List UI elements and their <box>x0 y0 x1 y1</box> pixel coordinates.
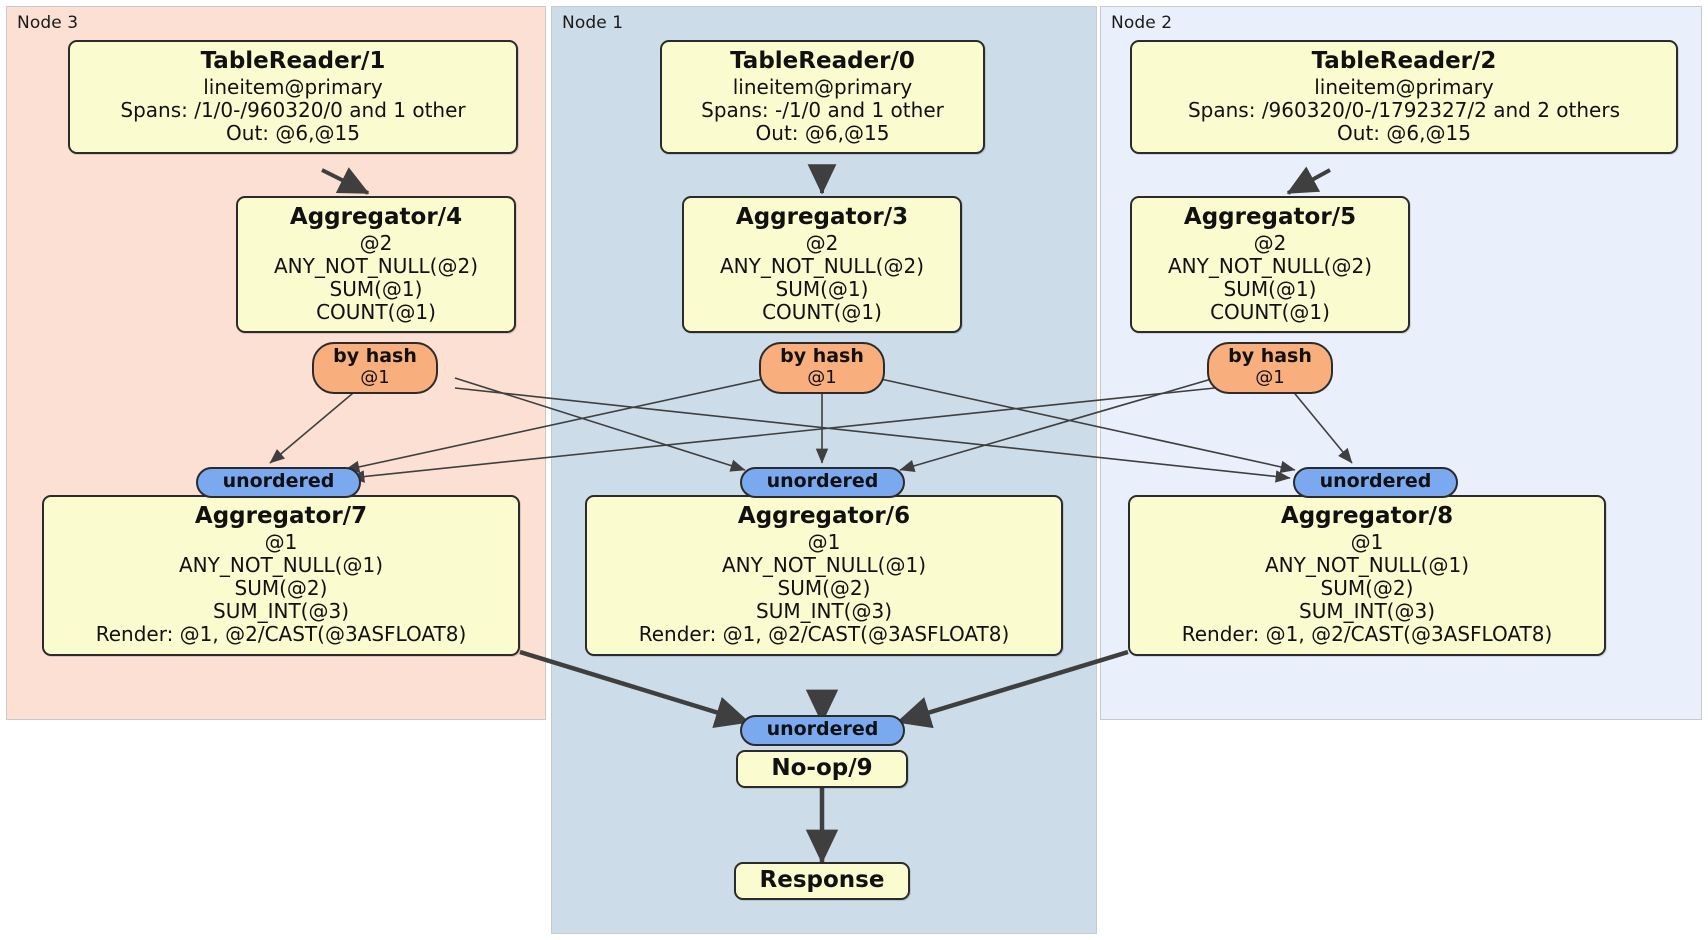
router-column-label: @1 <box>1255 366 1285 388</box>
processor-box-aggregator-4[interactable]: Aggregator/4 @2 ANY_NOT_NULL(@2) SUM(@1)… <box>236 196 516 334</box>
box-line-groupcol: @2 <box>1253 230 1287 255</box>
box-line-out: Out: @6,@15 <box>1337 121 1471 146</box>
node-panel-label-node-2: Node 2 <box>1111 13 1173 33</box>
box-line-render: Render: @1, @2/CAST(@3ASFLOAT8) <box>1181 622 1553 647</box>
box-line-out: Out: @6,@15 <box>755 121 890 146</box>
box-line-agg2: SUM(@2) <box>777 576 871 601</box>
box-title: Aggregator/5 <box>1183 204 1357 230</box>
box-title: Aggregator/8 <box>1280 503 1454 529</box>
box-line-agg3: SUM_INT(@3) <box>213 599 349 624</box>
box-line-out: Out: @6,@15 <box>226 121 360 146</box>
router-column-label: @1 <box>807 366 837 388</box>
box-title: Aggregator/6 <box>737 503 911 529</box>
box-line-agg3: COUNT(@1) <box>762 300 882 325</box>
box-line-groupcol: @2 <box>805 230 839 255</box>
box-title: Aggregator/4 <box>289 204 463 230</box>
unordered-synchronizer-left[interactable]: unordered <box>196 467 361 498</box>
hash-router-left[interactable]: by hash @1 <box>312 342 438 394</box>
box-line-agg1: ANY_NOT_NULL(@1) <box>722 552 926 577</box>
synchronizer-label: unordered <box>222 470 335 492</box>
processor-box-tablereader-2[interactable]: TableReader/2 lineitem@primary Spans: /9… <box>1130 40 1678 155</box>
processor-box-aggregator-3[interactable]: Aggregator/3 @2 ANY_NOT_NULL(@2) SUM(@1)… <box>682 196 962 334</box>
router-type-label: by hash <box>333 345 417 367</box>
box-line-agg2: SUM(@2) <box>234 576 328 601</box>
box-line-groupcol: @1 <box>807 529 841 554</box>
unordered-synchronizer-final[interactable]: unordered <box>740 715 905 746</box>
box-line-render: Render: @1, @2/CAST(@3ASFLOAT8) <box>638 622 1010 647</box>
box-line-agg1: ANY_NOT_NULL(@1) <box>179 552 383 577</box>
box-line-spans: Spans: /1/0-/960320/0 and 1 other <box>120 97 466 122</box>
processor-box-tablereader-0[interactable]: TableReader/0 lineitem@primary Spans: -/… <box>660 40 985 155</box>
box-line-agg1: ANY_NOT_NULL(@2) <box>1168 253 1372 278</box>
box-line-groupcol: @1 <box>264 529 298 554</box>
hash-router-right[interactable]: by hash @1 <box>1207 342 1333 394</box>
processor-box-aggregator-7[interactable]: Aggregator/7 @1 ANY_NOT_NULL(@1) SUM(@2)… <box>42 495 520 656</box>
hash-router-middle[interactable]: by hash @1 <box>759 342 885 394</box>
processor-box-aggregator-5[interactable]: Aggregator/5 @2 ANY_NOT_NULL(@2) SUM(@1)… <box>1130 196 1410 334</box>
box-title: No-op/9 <box>771 755 873 781</box>
node-panel-label-node-1: Node 1 <box>562 13 624 33</box>
router-column-label: @1 <box>360 366 390 388</box>
processor-box-noop-9[interactable]: No-op/9 <box>736 750 908 788</box>
unordered-synchronizer-middle[interactable]: unordered <box>740 467 905 498</box>
box-line-agg2: SUM(@1) <box>329 277 423 302</box>
node-panel-label-node-3: Node 3 <box>17 13 79 33</box>
unordered-synchronizer-right[interactable]: unordered <box>1293 467 1458 498</box>
box-title: TableReader/1 <box>200 48 386 74</box>
box-line-spans: Spans: -/1/0 and 1 other <box>701 97 944 122</box>
box-line-agg3: SUM_INT(@3) <box>1299 599 1435 624</box>
box-line-agg2: SUM(@2) <box>1320 576 1414 601</box>
box-line-groupcol: @1 <box>1350 529 1384 554</box>
box-line-table: lineitem@primary <box>203 74 383 99</box>
processor-box-aggregator-8[interactable]: Aggregator/8 @1 ANY_NOT_NULL(@1) SUM(@2)… <box>1128 495 1606 656</box>
synchronizer-label: unordered <box>766 470 879 492</box>
box-line-agg1: ANY_NOT_NULL(@2) <box>720 253 924 278</box>
box-title: Response <box>759 867 885 893</box>
box-line-agg3: COUNT(@1) <box>1210 300 1330 325</box>
box-line-spans: Spans: /960320/0-/1792327/2 and 2 others <box>1187 97 1620 122</box>
processor-box-response[interactable]: Response <box>734 862 910 900</box>
synchronizer-label: unordered <box>766 718 879 740</box>
processor-box-tablereader-1[interactable]: TableReader/1 lineitem@primary Spans: /1… <box>68 40 518 155</box>
box-line-agg2: SUM(@1) <box>1223 277 1317 302</box>
router-type-label: by hash <box>780 345 864 367</box>
box-line-agg3: COUNT(@1) <box>316 300 436 325</box>
box-line-groupcol: @2 <box>359 230 393 255</box>
router-type-label: by hash <box>1228 345 1312 367</box>
synchronizer-label: unordered <box>1319 470 1432 492</box>
box-line-agg3: SUM_INT(@3) <box>756 599 892 624</box>
box-title: Aggregator/7 <box>194 503 368 529</box>
box-line-agg2: SUM(@1) <box>775 277 869 302</box>
box-line-render: Render: @1, @2/CAST(@3ASFLOAT8) <box>95 622 467 647</box>
box-line-agg1: ANY_NOT_NULL(@2) <box>274 253 478 278</box>
box-title: TableReader/0 <box>730 48 915 74</box>
box-line-table: lineitem@primary <box>1314 74 1494 99</box>
box-line-agg1: ANY_NOT_NULL(@1) <box>1265 552 1469 577</box>
box-title: Aggregator/3 <box>735 204 909 230</box>
box-line-table: lineitem@primary <box>732 74 913 99</box>
box-title: TableReader/2 <box>1311 48 1497 74</box>
processor-box-aggregator-6[interactable]: Aggregator/6 @1 ANY_NOT_NULL(@1) SUM(@2)… <box>585 495 1063 656</box>
